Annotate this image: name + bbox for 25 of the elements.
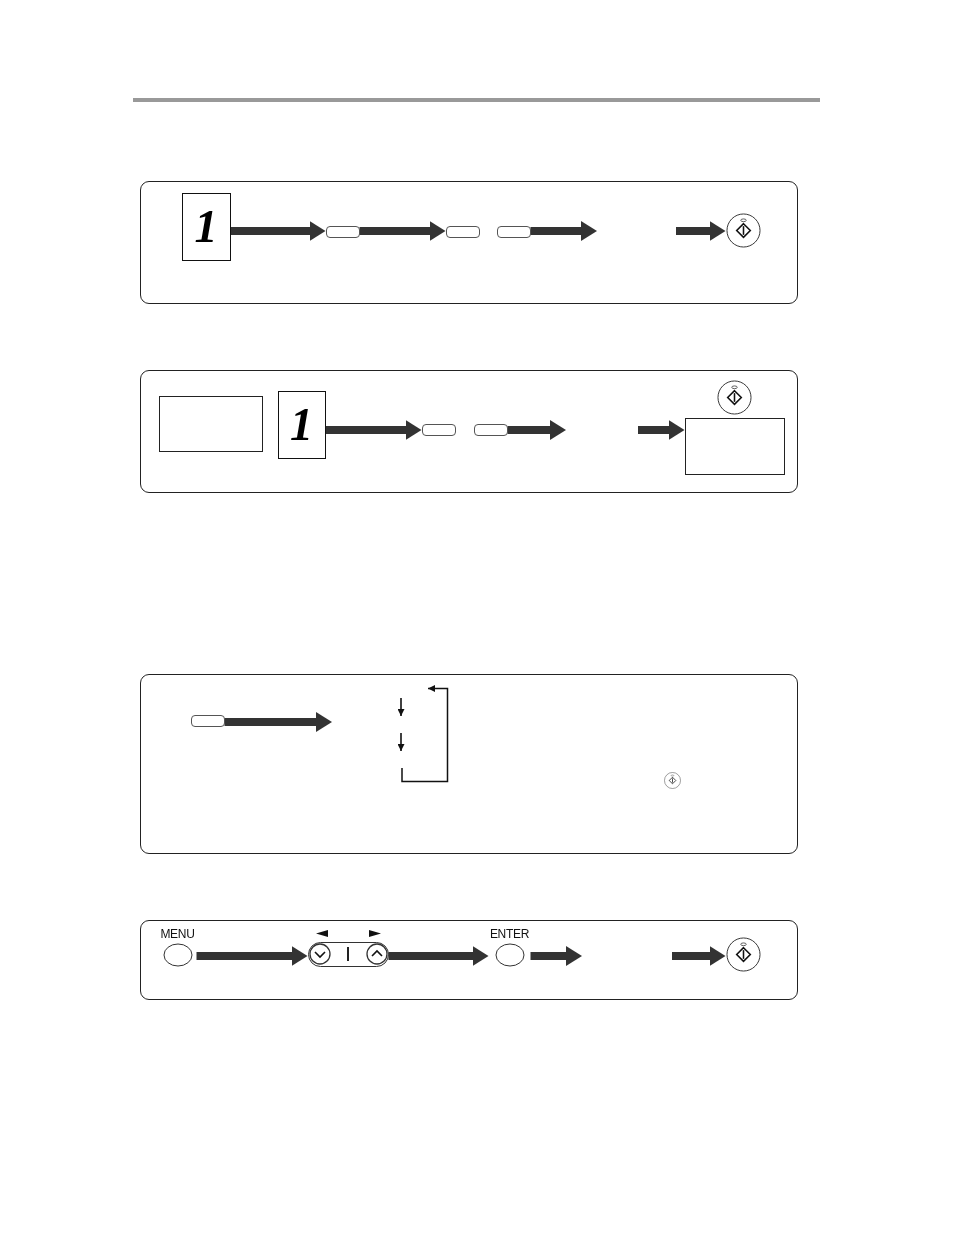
instruction-panel [140, 920, 798, 1000]
arrow [325, 420, 422, 440]
rocker-key [307, 941, 389, 967]
page-number: 1 [290, 401, 313, 448]
instruction-panel [140, 674, 798, 854]
panel-key [496, 225, 531, 238]
panel-key [190, 714, 225, 727]
key-label: MENU [160, 927, 195, 941]
panel-key [473, 423, 508, 436]
start-key [716, 379, 752, 415]
document-page [181, 192, 231, 261]
arrow [230, 221, 326, 241]
page-number: 1 [194, 203, 218, 250]
panel-key [325, 225, 360, 238]
empty-frame [158, 395, 263, 452]
panel-key [421, 423, 456, 436]
start-key [725, 212, 761, 248]
key-label: ENTER [489, 927, 530, 941]
start-key [725, 936, 761, 972]
document-page [277, 390, 326, 459]
empty-frame [684, 417, 785, 475]
arrow [388, 946, 489, 966]
panel-key [445, 225, 480, 238]
instruction-panel [140, 181, 798, 304]
instruction-panel [140, 370, 798, 493]
